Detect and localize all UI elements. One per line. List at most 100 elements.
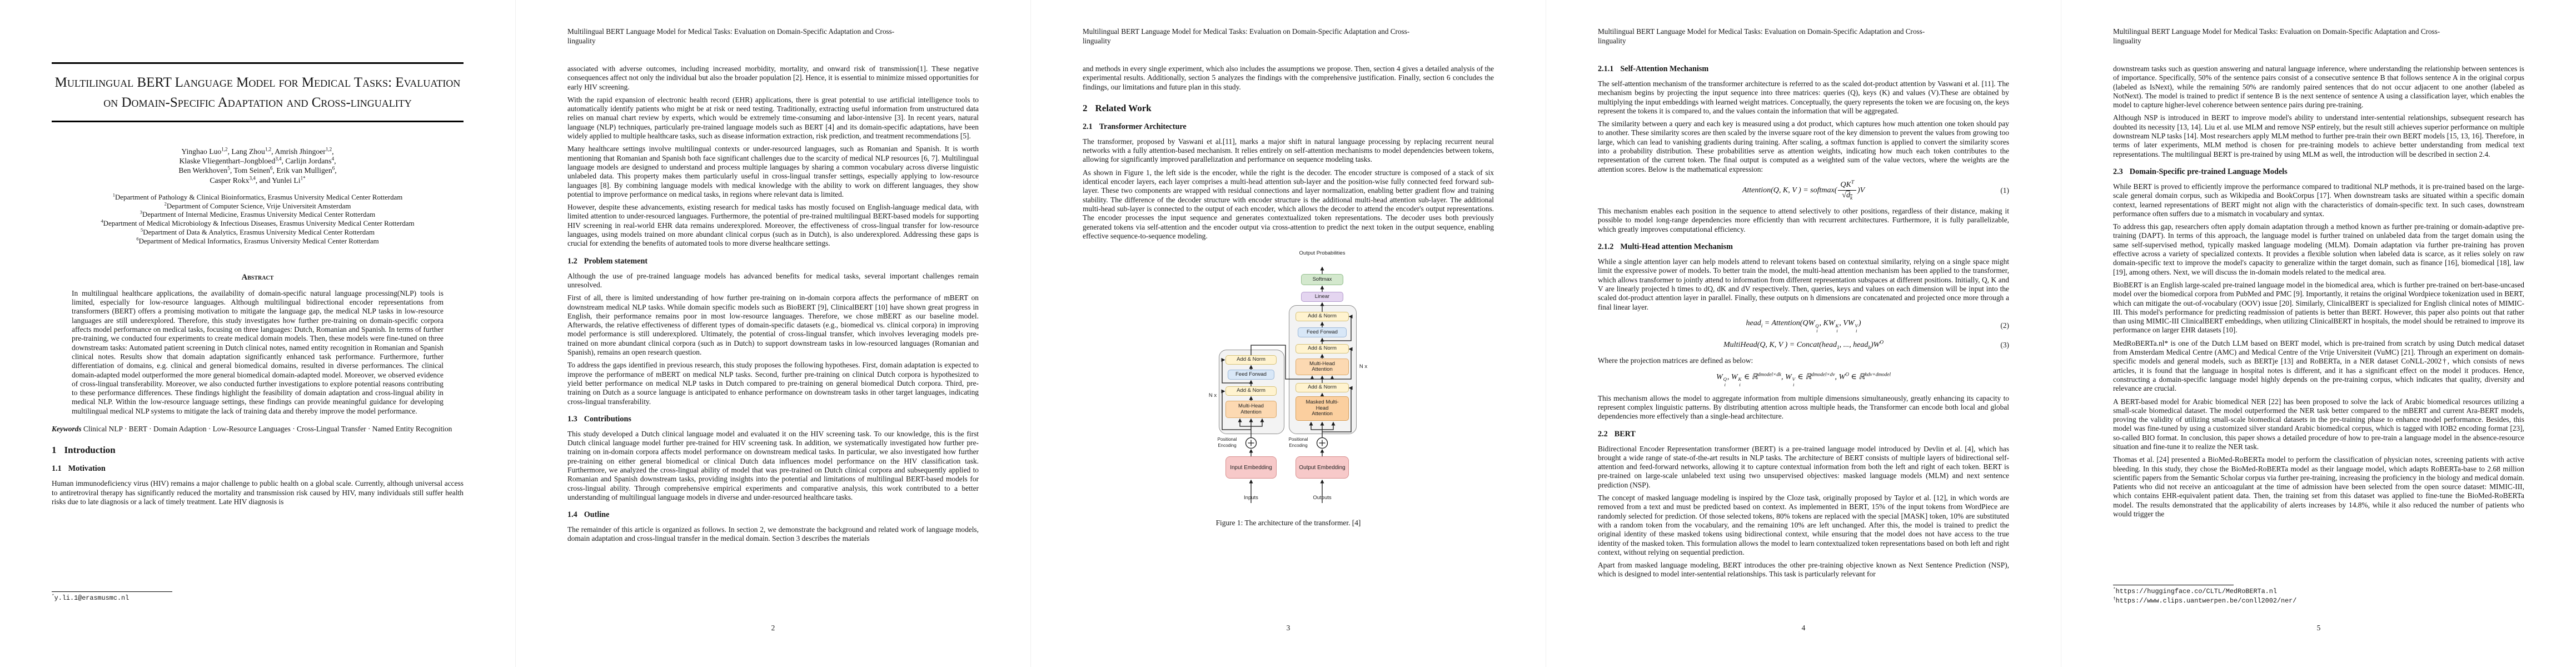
authors-line: Klaske Vliegenthart–Jongbloed3,4, Carlij… xyxy=(179,156,336,166)
affiliation-line: 4Department of Medical Microbiology & In… xyxy=(101,218,415,228)
footnote-rule xyxy=(52,591,172,592)
page-number: 5 xyxy=(2316,624,2321,632)
feed-forward-box: Feed Forwad xyxy=(1228,370,1274,380)
add-norm-box: Add & Norm xyxy=(1225,386,1277,396)
authors-block: Yinghao Luo1,2, Lang Zhou1,2, Amrish Jhi… xyxy=(52,147,464,185)
n-x-label: N x xyxy=(1359,364,1368,370)
add-norm-box: Add & Norm xyxy=(1225,355,1277,365)
running-header: Multilingual BERT Language Model for Med… xyxy=(1083,27,1410,45)
paragraph: Bidirectional Encoder Representation tra… xyxy=(1598,444,2009,489)
page-3: Multilingual BERT Language Model for Med… xyxy=(1030,0,1546,667)
page-1: Multilingual BERT Language Model for Med… xyxy=(0,0,515,667)
paragraph: While a single attention layer can help … xyxy=(1598,257,2009,311)
abstract-heading: Abstract xyxy=(241,272,274,282)
output-probabilities-label: Output Probabilities xyxy=(1299,250,1346,257)
equation-3: MultiHead(Q, K, V ) = Concat(head1, ...,… xyxy=(1598,340,2009,350)
footnote-block: *https://huggingface.co/CLTL/MedRoBERTa.… xyxy=(2113,585,2525,606)
paragraph: downstream tasks such as question answer… xyxy=(2113,64,2524,109)
softmax-box: Softmax xyxy=(1301,274,1343,286)
paragraph: MedRoBERTa.nl* is one of the Dutch LLM b… xyxy=(2113,339,2524,393)
page-number: 3 xyxy=(1286,624,1291,632)
equation-number: (2) xyxy=(2000,321,2009,330)
affiliation-line: 6Department of Medical Informatics, Eras… xyxy=(136,236,379,245)
add-norm-box: Add & Norm xyxy=(1296,383,1349,393)
paragraph: To address this gap, researchers often a… xyxy=(2113,222,2524,276)
footnote-block: *y.li.1@erasmusmc.nl xyxy=(52,591,464,604)
paragraph: While BERT is proved to efficiently impr… xyxy=(2113,182,2524,218)
input-embedding-box: Input Embedding xyxy=(1225,456,1277,479)
authors-line: Yinghao Luo1,2, Lang Zhou1,2, Amrish Jhi… xyxy=(181,146,334,156)
fraction: QKT√dk xyxy=(1838,180,1856,200)
running-header: Multilingual BERT Language Model for Med… xyxy=(567,27,895,45)
paragraph: With the rapid expansion of electronic h… xyxy=(567,95,979,141)
paragraph: BioBERT is an English large-scaled pre-t… xyxy=(2113,280,2524,335)
paragraph: This mechanism enables each position in … xyxy=(1598,207,2009,233)
page-5: Multilingual BERT Language Model for Med… xyxy=(2061,0,2576,667)
paragraph: Many healthcare settings involve multili… xyxy=(567,145,979,198)
affiliation-line: 3Department of Internal Medicine, Erasmu… xyxy=(139,210,376,219)
page-number: 4 xyxy=(1801,624,1806,632)
abstract-text: In multilingual healthcare applications,… xyxy=(72,288,444,415)
positional-encoding-label: Positional Encoding xyxy=(1288,437,1308,448)
keywords-label: Keywords xyxy=(52,425,82,434)
figure-transformer-architecture: Output Probabilities Softmax Linear Add … xyxy=(1208,250,1369,505)
paragraph: The similarity between a query and each … xyxy=(1598,120,2009,173)
authors-line: Ben Werkhoven5, Tom Seinen6, Erik van Mu… xyxy=(178,165,337,175)
affiliation-line: 2Department of Computer Science, Vrije U… xyxy=(164,201,351,210)
linear-box: Linear xyxy=(1301,292,1343,302)
paragraph: Thomas et al. [24] presented a BioMed-Ro… xyxy=(2113,455,2524,519)
output-embedding-box: Output Embedding xyxy=(1296,456,1349,479)
paragraph: associated with adverse outcomes, includ… xyxy=(567,64,979,91)
add-norm-box: Add & Norm xyxy=(1296,344,1349,354)
paragraph: Human immunodeficiency virus (HIV) remai… xyxy=(52,479,464,506)
authors-line: Casper Rokx3,4, and Yunlei Li1* xyxy=(210,175,306,185)
paragraph: A BERT-based model for Arabic biomedical… xyxy=(2113,397,2524,451)
paragraph: However, despite these advancements, exi… xyxy=(567,203,979,248)
running-header: Multilingual BERT Language Model for Med… xyxy=(1598,27,1925,45)
paragraph: This mechanism allows the model to aggre… xyxy=(1598,394,2009,421)
paragraph: Although NSP is introduced in BERT to im… xyxy=(2113,113,2524,158)
positional-encoding-label: Positional Encoding xyxy=(1217,437,1237,448)
inputs-label: Inputs xyxy=(1244,495,1258,501)
paragraph: Apart from masked language modeling, BER… xyxy=(1598,561,2009,579)
paragraph: To address the gaps identified in previo… xyxy=(567,361,979,406)
equation-1: Attention(Q, K, V ) = softmax(QKT√dk)V (… xyxy=(1598,180,2009,201)
equation-number: (3) xyxy=(2000,340,2009,349)
paragraph: Where the projection matrices are define… xyxy=(1598,356,1753,365)
masked-multi-head-attention-box: Masked Multi-Head Attention xyxy=(1296,396,1349,421)
feed-forward-box: Feed Forwad xyxy=(1298,327,1347,338)
affiliation-line: 5Department of Data & Analytics, Erasmus… xyxy=(141,227,375,236)
paragraph: and methods in every single experiment, … xyxy=(1083,64,1494,91)
equation-math: MultiHead(Q, K, V ) = Concat(head1, ...,… xyxy=(1723,339,1884,350)
paragraph: The remainder of this article is organiz… xyxy=(567,525,979,543)
equation-number: (1) xyxy=(2000,186,2009,195)
paragraph: This study developed a Dutch clinical la… xyxy=(567,429,979,501)
paragraph: Although the use of pre-trained language… xyxy=(567,271,979,289)
keywords-line: Keywords Clinical NLP · BERT · Domain Ad… xyxy=(52,425,464,434)
page-2: Multilingual BERT Language Model for Med… xyxy=(515,0,1030,667)
title-rule-top xyxy=(52,62,464,64)
paragraph: First of all, there is limited understan… xyxy=(567,293,979,357)
add-norm-box: Add & Norm xyxy=(1296,312,1349,322)
paper-title: Multilingual BERT Language Model for Med… xyxy=(54,75,461,110)
outputs-label: Outputs xyxy=(1313,495,1332,501)
footnote-url: †https://www.clips.uantwerpen.be/conll20… xyxy=(2113,597,2297,605)
affiliations-block: 1Department of Pathology & Clinical Bioi… xyxy=(52,192,464,246)
n-x-label: N x xyxy=(1208,392,1217,399)
page-4: Multilingual BERT Language Model for Med… xyxy=(1546,0,2061,667)
page-number: 2 xyxy=(771,624,775,632)
